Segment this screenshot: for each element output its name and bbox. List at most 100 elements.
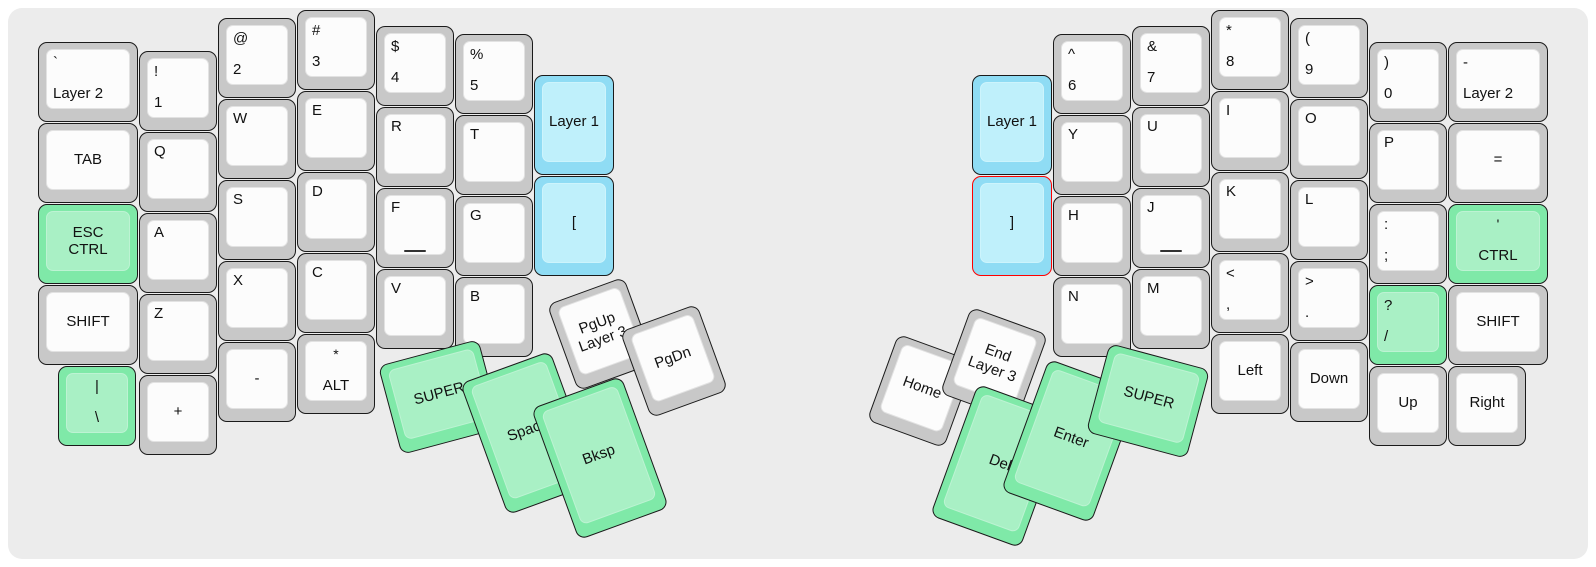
key-rk-o[interactable]: O <box>1290 99 1368 179</box>
key-rk-h[interactable]: H <box>1053 196 1131 276</box>
key-cap: U <box>1140 114 1202 174</box>
key-rk-comma[interactable]: <, <box>1211 253 1289 333</box>
key-cap: $4 <box>384 33 446 93</box>
key-rk-m[interactable]: M <box>1132 269 1210 349</box>
key-cap: F <box>384 195 446 255</box>
key-label: 8 <box>1226 52 1235 70</box>
key-lk-b[interactable]: B <box>455 277 533 357</box>
key-lk-f[interactable]: F <box>376 188 454 268</box>
key-label: TAB <box>73 151 103 169</box>
key-label: D <box>312 183 323 200</box>
key-lk-5[interactable]: %5 <box>455 34 533 114</box>
key-rk-k[interactable]: K <box>1211 172 1289 252</box>
key-lk-r[interactable]: R <box>376 107 454 187</box>
key-lk-layer1[interactable]: Layer 1 <box>534 75 614 175</box>
key-lk-g[interactable]: G <box>455 196 533 276</box>
key-rk-8[interactable]: *8 <box>1211 10 1289 90</box>
key-rk-quote-ctrl[interactable]: 'CTRL <box>1448 204 1548 284</box>
key-cap: Layer 1 <box>980 82 1044 162</box>
key-lk-w[interactable]: W <box>218 99 296 179</box>
key-cap: O <box>1298 106 1360 166</box>
key-lk-pipe-backslash[interactable]: |\ <box>58 366 136 446</box>
key-cap: ESC CTRL <box>46 211 130 271</box>
key-rk-7[interactable]: &7 <box>1132 26 1210 106</box>
key-label: 4 <box>391 68 400 86</box>
key-lk-3[interactable]: #3 <box>297 10 375 90</box>
key-label: * <box>1226 22 1232 39</box>
key-lk-tab[interactable]: TAB <box>38 123 138 203</box>
key-rk-slash[interactable]: ?/ <box>1369 285 1447 365</box>
key-rk-p[interactable]: P <box>1369 123 1447 203</box>
key-cap: S <box>226 187 288 247</box>
key-lk-grave-layer2[interactable]: `Layer 2 <box>38 42 138 122</box>
key-cap: `Layer 2 <box>46 49 130 109</box>
key-label: 1 <box>154 93 163 111</box>
key-label: * <box>333 346 339 362</box>
key-cap: %5 <box>463 41 525 101</box>
key-cap: Layer 1 <box>542 82 606 162</box>
key-rk-u[interactable]: U <box>1132 107 1210 187</box>
key-rk-j[interactable]: J <box>1132 188 1210 268</box>
key-lk-1[interactable]: !1 <box>139 51 217 131</box>
key-lk-alt[interactable]: *ALT <box>297 334 375 414</box>
key-rk-layer1[interactable]: Layer 1 <box>972 75 1052 175</box>
key-rk-minus-layer2[interactable]: -Layer 2 <box>1448 42 1548 122</box>
key-rk-period[interactable]: >. <box>1290 261 1368 341</box>
key-label: ESC CTRL <box>68 223 108 258</box>
key-lk-shift[interactable]: SHIFT <box>38 285 138 365</box>
key-rk-l[interactable]: L <box>1290 180 1368 260</box>
key-lk-minus[interactable]: - <box>218 342 296 422</box>
key-lk-v[interactable]: V <box>376 269 454 349</box>
key-label: ] <box>1009 214 1015 232</box>
key-lk-a[interactable]: A <box>139 213 217 293</box>
key-label: O <box>1305 110 1317 127</box>
key-lk-c[interactable]: C <box>297 253 375 333</box>
key-lk-z[interactable]: Z <box>139 294 217 374</box>
key-lk-lbracket[interactable]: [ <box>534 176 614 276</box>
homing-bar-icon <box>404 249 426 252</box>
key-rk-rbracket[interactable]: ] <box>972 176 1052 276</box>
key-lk-esc-ctrl[interactable]: ESC CTRL <box>38 204 138 284</box>
key-rk-shift[interactable]: SHIFT <box>1448 285 1548 365</box>
key-lk-q[interactable]: Q <box>139 132 217 212</box>
key-lk-x[interactable]: X <box>218 261 296 341</box>
key-rk-0[interactable]: )0 <box>1369 42 1447 122</box>
key-label: J <box>1147 199 1155 216</box>
key-rk-up[interactable]: Up <box>1369 366 1447 446</box>
key-label: Enter <box>1051 423 1091 453</box>
key-rk-right[interactable]: Right <box>1448 366 1526 446</box>
key-label: V <box>391 280 402 297</box>
key-lk-plus[interactable]: + <box>139 375 217 455</box>
key-lk-e[interactable]: E <box>297 91 375 171</box>
key-rk-i[interactable]: I <box>1211 91 1289 171</box>
key-cap: H <box>1061 203 1123 263</box>
key-label: 5 <box>470 76 479 94</box>
key-cap: D <box>305 179 367 239</box>
key-lk-t[interactable]: T <box>455 115 533 195</box>
key-rk-n[interactable]: N <box>1053 277 1131 357</box>
key-cap: >. <box>1298 268 1360 328</box>
key-rk-6[interactable]: ^6 <box>1053 34 1131 114</box>
key-label: # <box>312 22 321 39</box>
key-lk-d[interactable]: D <box>297 172 375 252</box>
key-label: - <box>254 370 260 388</box>
key-rk-y[interactable]: Y <box>1053 115 1131 195</box>
key-cap: &7 <box>1140 33 1202 93</box>
key-rk-equal[interactable]: = <box>1448 123 1548 203</box>
key-label: 7 <box>1147 68 1156 86</box>
key-label: CTRL <box>1478 246 1518 264</box>
key-label: E <box>312 102 323 119</box>
key-rk-9[interactable]: (9 <box>1290 18 1368 98</box>
key-lk-2[interactable]: @2 <box>218 18 296 98</box>
key-rk-down[interactable]: Down <box>1290 342 1368 422</box>
key-lk-s[interactable]: S <box>218 180 296 260</box>
key-lk-4[interactable]: $4 <box>376 26 454 106</box>
key-label: 3 <box>312 52 321 70</box>
key-rk-semicolon[interactable]: :; <box>1369 204 1447 284</box>
key-cap: N <box>1061 284 1123 344</box>
key-cap: I <box>1219 98 1281 158</box>
key-label: Down <box>1309 370 1349 388</box>
key-rk-left[interactable]: Left <box>1211 334 1289 414</box>
